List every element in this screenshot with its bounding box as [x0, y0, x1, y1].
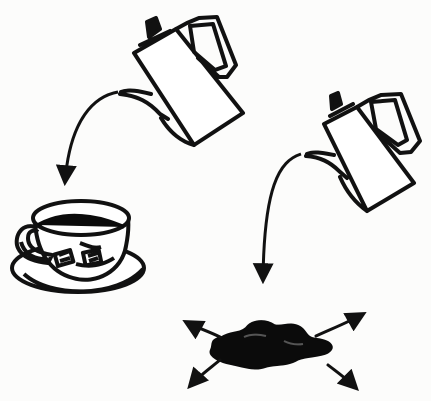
- pour-arrow-left-icon: [65, 92, 118, 182]
- coffee-pot-left-icon: [120, 17, 243, 145]
- pour-arrow-right-icon: [263, 154, 301, 280]
- coffee-pot-right-icon: [306, 93, 420, 211]
- coffee-spill-icon: [211, 321, 332, 368]
